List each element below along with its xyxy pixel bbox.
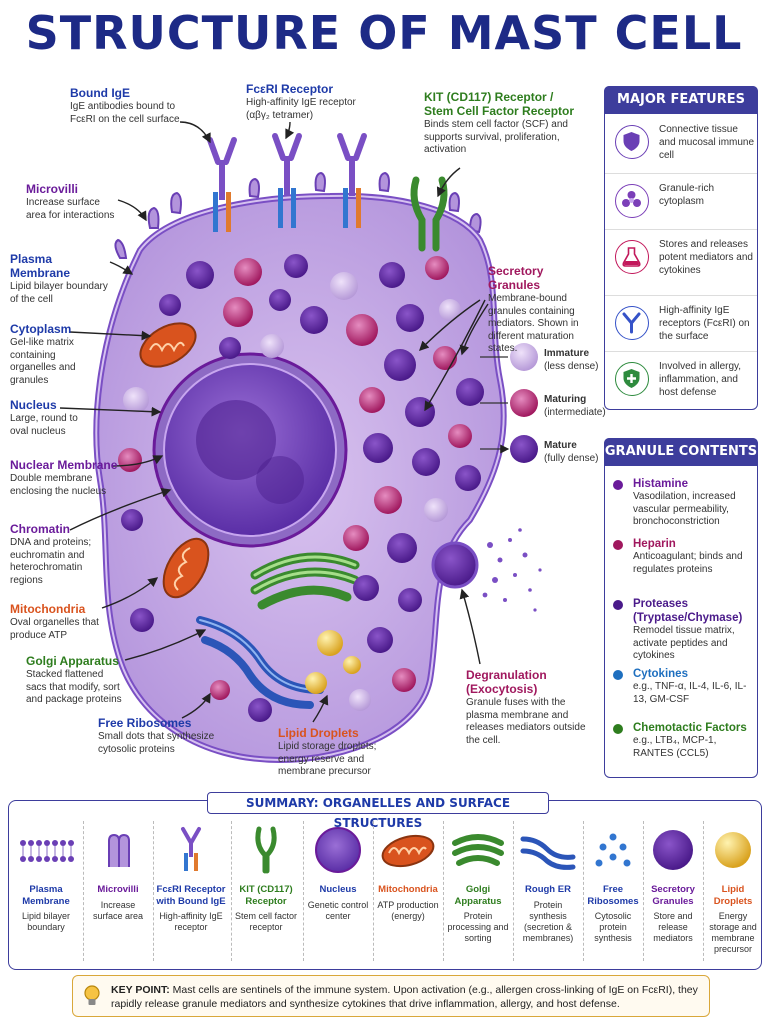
summary-item-lipid-droplets: Lipid Droplets Energy storage and membra… [705, 825, 761, 961]
mitochondria [139, 322, 210, 599]
label-bound-ige: Bound IgE IgE antibodies bound to FcεRI … [70, 86, 180, 125]
shield-plus-icon [615, 362, 649, 396]
maturation-granules [480, 343, 538, 463]
granule-item-chemotactic: Chemotactic Factors e.g., LTB₄, MCP-1, R… [613, 721, 753, 760]
granules-icon [615, 184, 649, 218]
key-point-box: KEY POINT: Mast cells are sentinels of t… [72, 975, 710, 1017]
kit-receptor-icon [410, 176, 448, 252]
rough-er-icon [520, 836, 576, 870]
golgi-icon [452, 834, 504, 866]
label-fceri: FcεRI Receptor High-affinity IgE recepto… [246, 82, 356, 121]
shield-icon [615, 125, 649, 159]
lipid-droplets [305, 630, 361, 694]
key-point-text: Mast cells are sentinels of the immune s… [111, 984, 698, 1010]
maturation-immature: Immature(less dense) [544, 348, 599, 372]
summary-item-nucleus: Nucleus Genetic control center [305, 825, 371, 961]
leader-lines [59, 121, 489, 723]
mitochondria-icon [381, 834, 435, 868]
kit-receptor-icon [255, 826, 277, 874]
degranulation [431, 528, 542, 612]
label-degranulation: Degranulation (Exocytosis) Granule fuses… [466, 668, 586, 746]
feature-item: Granule-rich cytoplasm [605, 173, 757, 228]
ribosomes-icon [595, 833, 631, 867]
summary-item-secretory-granules: Secretory Granules Store and release med… [645, 825, 701, 961]
feature-item: Connective tissue and mucosal immune cel… [605, 115, 757, 169]
fceri-receptor-icon [207, 133, 367, 232]
granule-item-heparin: Heparin Anticoagulant; binds and regulat… [613, 537, 753, 576]
label-plasma-membrane: Plasma Membrane Lipid bilayer boundary o… [10, 252, 108, 305]
label-secretory-granules: Secretory Granules Membrane-bound granul… [488, 264, 579, 354]
label-chromatin: Chromatin DNA and proteins; euchromatin … [10, 522, 92, 586]
summary-header: SUMMARY: ORGANELLES AND SURFACE STRUCTUR… [207, 792, 549, 830]
lightbulb-icon [84, 985, 100, 1005]
golgi-apparatus [250, 552, 360, 610]
label-microvilli: Microvilli Increase surface area for int… [26, 182, 115, 221]
flask-icon [615, 240, 649, 274]
lipid-droplet-icon [715, 832, 751, 868]
rough-er [196, 616, 324, 709]
nucleus-icon [315, 827, 361, 873]
granule-contents-header: GRANULE CONTENTS [604, 438, 758, 466]
cell-illustration [59, 121, 542, 764]
fceri-receptor-icon [181, 827, 201, 871]
granule-icon [653, 830, 693, 870]
summary-item-golgi: Golgi Apparatus Protein processing and s… [445, 825, 511, 961]
summary-panel: SUMMARY: ORGANELLES AND SURFACE STRUCTUR… [8, 792, 762, 970]
feature-item: Stores and releases potent mediators and… [605, 229, 757, 284]
granule-contents-panel: GRANULE CONTENTS Histamine Vasodilation,… [604, 438, 758, 778]
label-cytoplasm: Cytoplasm Gel-like matrix containing org… [10, 322, 76, 386]
microvilli [114, 171, 482, 259]
microvilli-icon [108, 833, 130, 867]
summary-item-plasma-membrane: Plasma Membrane Lipid bilayer boundary [13, 825, 79, 961]
summary-item-rough-er: Rough ER Protein synthesis (secretion & … [515, 825, 581, 961]
label-mitochondria: Mitochondria Oval organelles that produc… [10, 602, 99, 641]
maturation-mature: Mature(fully dense) [544, 440, 599, 464]
label-nuclear-membrane: Nuclear Membrane Double membrane enclosi… [10, 458, 118, 497]
feature-item: High-affinity IgE receptors (FcεRI) on t… [605, 295, 757, 350]
label-ribosomes: Free Ribosomes Small dots that synthesiz… [98, 716, 215, 755]
label-kit: KIT (CD117) Receptor / Stem Cell Factor … [424, 90, 575, 155]
label-lipid-droplets: Lipid Droplets Lipid storage droplets; e… [278, 726, 377, 777]
major-features-panel: MAJOR FEATURES Connective tissue and muc… [604, 86, 758, 410]
label-nucleus: Nucleus Large, round to oval nucleus [10, 398, 78, 437]
granule-item-proteases: Proteases (Tryptase/Chymase) Remodel tis… [613, 597, 753, 663]
summary-item-ribosomes: Free Ribosomes Cytosolic protein synthes… [585, 825, 641, 961]
secretory-granules [118, 254, 484, 722]
nucleus [152, 352, 348, 548]
label-golgi: Golgi Apparatus Stacked flattened sacs t… [26, 654, 122, 705]
key-point-label: KEY POINT: [111, 984, 170, 996]
feature-item: Involved in allergy, inflammation, and h… [605, 351, 757, 406]
summary-item-microvilli: Microvilli Increase surface area [85, 825, 151, 961]
major-features-header: MAJOR FEATURES [604, 86, 758, 114]
summary-item-fceri: FcεRI Receptor with Bound IgE High-affin… [155, 825, 227, 961]
page-title: STRUCTURE OF MAST CELL [25, 6, 743, 60]
granule-item-histamine: Histamine Vasodilation, increased vascul… [613, 477, 753, 529]
maturation-maturing: Maturing(intermediate) [544, 394, 606, 418]
granule-item-cytokines: Cytokines e.g., TNF-α, IL-4, IL-6, IL-13… [613, 667, 753, 706]
lipid-bilayer-icon [20, 840, 74, 862]
summary-item-mitochondria: Mitochondria ATP production (energy) [375, 825, 441, 961]
antibody-icon [615, 306, 649, 340]
summary-item-kit: KIT (CD117) Receptor Stem cell factor re… [233, 825, 299, 961]
